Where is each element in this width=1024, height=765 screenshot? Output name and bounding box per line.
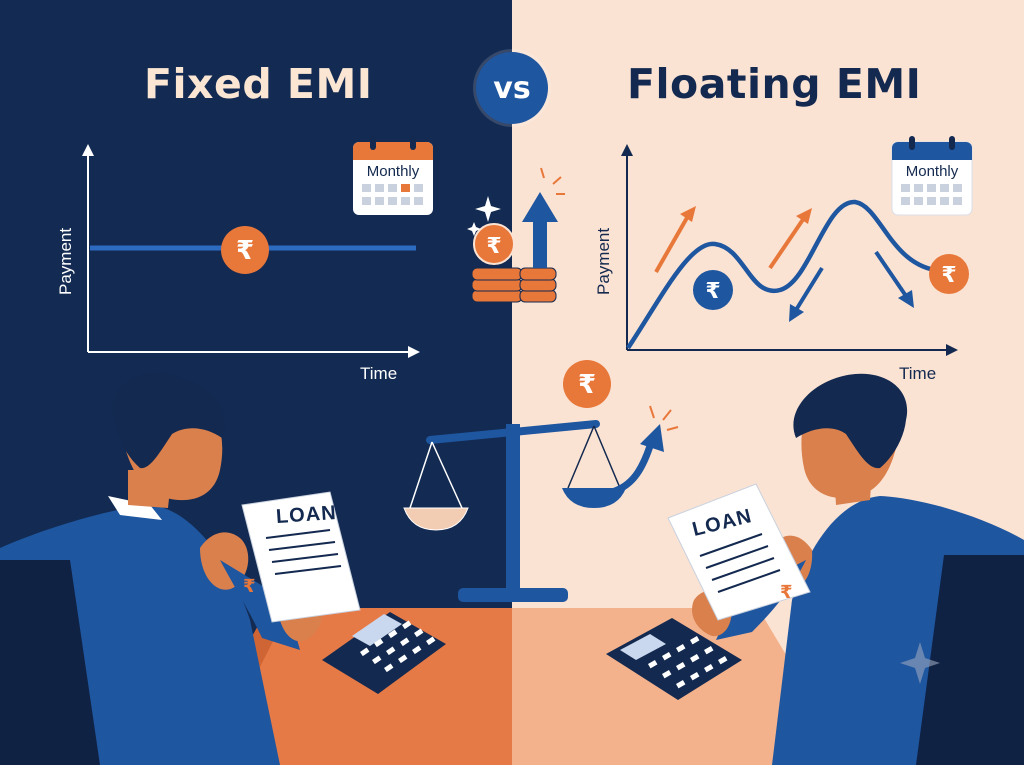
rupee-coin-icon: ₹ [563,360,611,408]
coin-stack-icon: ₹ [471,223,557,303]
left-y-axis-label: Payment [56,227,75,295]
rupee-coin-icon: ₹ [929,254,969,294]
svg-text:₹: ₹ [236,236,254,266]
left-person [0,373,323,765]
sparkle-icon [900,642,940,684]
loan-document: ₹ [667,483,811,621]
rupee-coin-icon: ₹ [693,270,733,310]
calendar-icon [891,136,973,216]
svg-text:₹: ₹ [780,582,793,603]
svg-text:₹: ₹ [243,576,256,597]
left-x-axis-label: Time [360,364,398,383]
calculator-icon [606,618,742,700]
right-y-axis-label: Payment [594,227,613,295]
burst-lines [540,167,565,195]
svg-text:₹: ₹ [486,234,501,259]
balance-scale-icon [403,405,679,602]
fixed-emi-title: Fixed EMI [144,60,373,108]
loan-document: ₹ [241,491,361,623]
calendar-icon [353,136,433,215]
left-calendar-label: Monthly [366,163,420,180]
right-calendar-label: Monthly [905,163,959,180]
fixed-emi-chart: ₹ [82,144,420,358]
floating-emi-title: Floating EMI [627,60,922,108]
vs-text: vs [493,70,531,106]
right-x-axis-label: Time [899,364,937,383]
calculator-icon [322,612,446,694]
rupee-coin-icon: ₹ [221,226,269,274]
right-x-axis-arrow [946,344,958,356]
floating-payment-curve [626,199,936,350]
floating-emi-chart: ₹ ₹ [621,144,969,356]
left-loan-label: LOAN [275,501,338,529]
left-x-axis-arrow [408,346,420,358]
svg-text:₹: ₹ [941,263,956,288]
up-arrow-icon [522,192,558,268]
svg-text:₹: ₹ [705,279,720,304]
trend-arrows [654,206,914,322]
left-y-axis-arrow [82,144,94,156]
right-y-axis-arrow [621,144,633,156]
sparkle-icon [467,196,501,236]
svg-text:₹: ₹ [578,370,596,400]
vs-badge: vs [476,52,548,124]
